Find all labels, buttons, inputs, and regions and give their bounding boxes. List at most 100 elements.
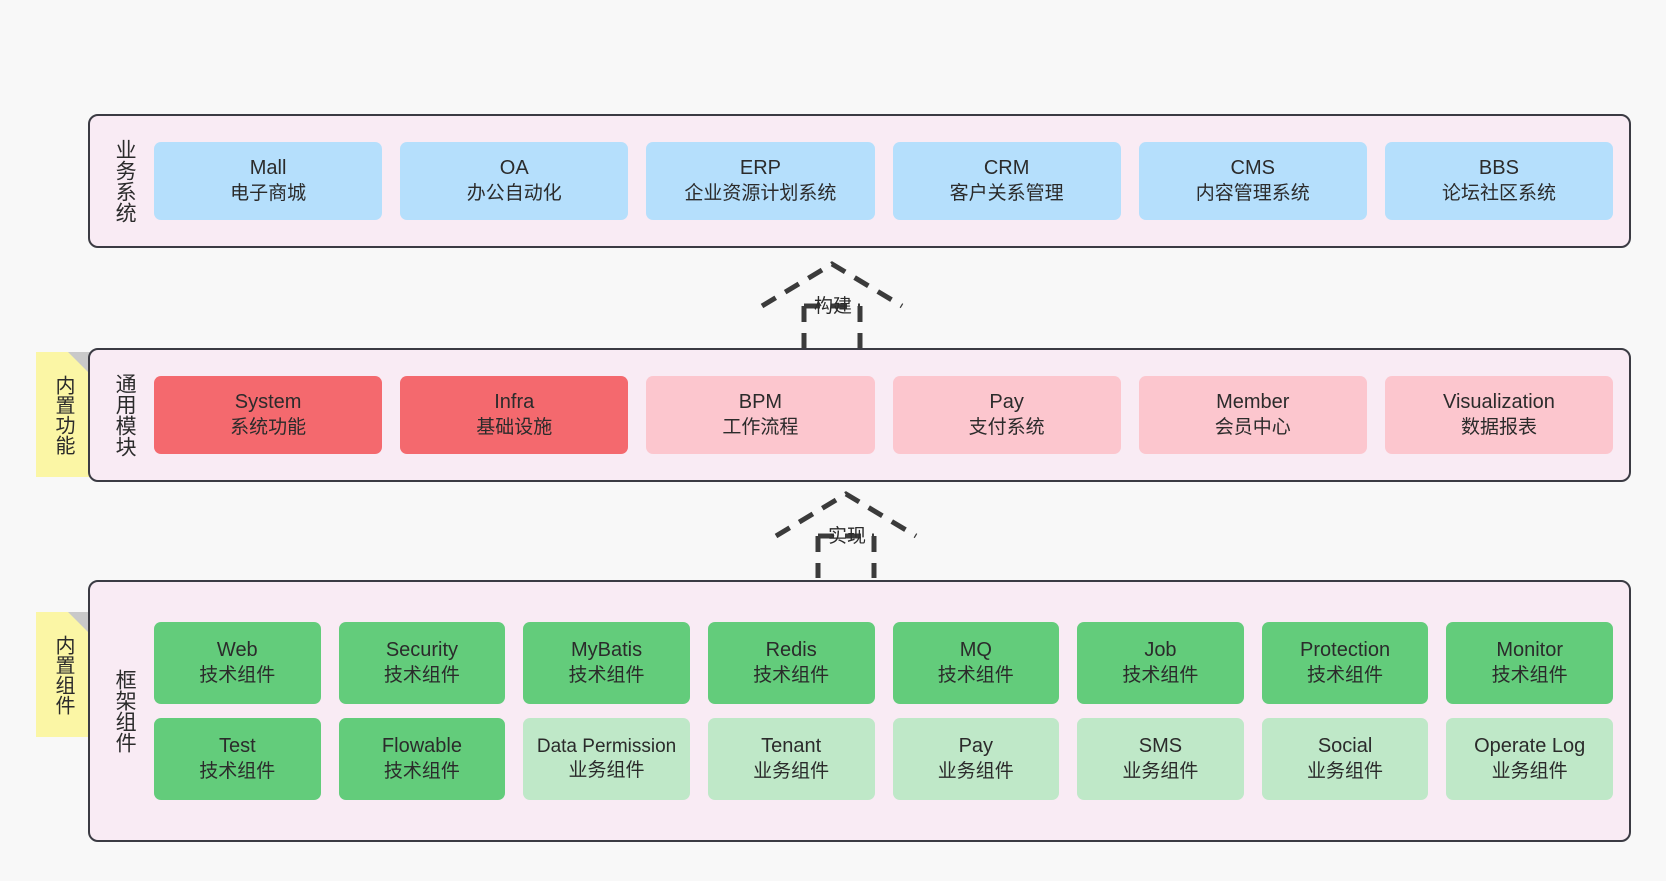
- layer-row: Mall 电子商城 OA 办公自动化 ERP 企业资源计划系统 CRM 客户关系…: [154, 142, 1614, 220]
- node-subtitle: 技术组件: [199, 664, 276, 686]
- node-title: Job: [1144, 639, 1177, 662]
- layer-body-business-systems: Mall 电子商城 OA 办公自动化 ERP 企业资源计划系统 CRM 客户关系…: [144, 142, 1629, 220]
- node-title: Web: [216, 639, 258, 662]
- node-protection[interactable]: Protection 技术组件: [1261, 622, 1429, 704]
- node-title: MyBatis: [571, 639, 643, 662]
- builtin-function-note-text: 内置功能: [52, 374, 74, 455]
- implement-connector: 实现: [766, 491, 926, 578]
- node-oa[interactable]: OA 办公自动化: [400, 142, 629, 220]
- node-subtitle: 工作流程: [722, 416, 799, 438]
- node-redis[interactable]: Redis 技术组件: [707, 622, 875, 704]
- node-sms[interactable]: SMS 业务组件: [1077, 718, 1244, 800]
- node-subtitle: 论坛社区系统: [1441, 182, 1556, 204]
- node-title: BPM: [738, 391, 783, 414]
- node-subtitle: 办公自动化: [466, 182, 562, 204]
- node-flowable[interactable]: Flowable 技术组件: [338, 718, 506, 800]
- node-web[interactable]: Web 技术组件: [154, 622, 321, 704]
- node-mybatis[interactable]: MyBatis 技术组件: [523, 622, 690, 704]
- build-connector: 构建: [752, 261, 912, 348]
- node-subtitle: 技术组件: [753, 664, 830, 686]
- node-title: Infra: [494, 391, 535, 414]
- node-pay-module[interactable]: Pay 支付系统: [892, 376, 1121, 454]
- build-connector-label: 构建: [814, 296, 853, 317]
- layer-title-framework-components: 框架组件: [113, 669, 137, 753]
- node-title: ERP: [739, 157, 781, 180]
- node-title: Redis: [765, 639, 817, 662]
- node-social[interactable]: Social 业务组件: [1261, 718, 1429, 800]
- node-title: Operate Log: [1474, 735, 1586, 758]
- build-arrow-icon: [760, 261, 904, 348]
- node-monitor[interactable]: Monitor 技术组件: [1446, 622, 1613, 704]
- note-fold-icon: [68, 352, 90, 374]
- node-subtitle: 业务组件: [937, 760, 1014, 782]
- node-job[interactable]: Job 技术组件: [1077, 622, 1244, 704]
- layer-row: Test 技术组件 Flowable 技术组件 Data Permission …: [154, 718, 1613, 800]
- node-subtitle: 技术组件: [568, 664, 645, 686]
- node-mq[interactable]: MQ 技术组件: [892, 622, 1060, 704]
- node-subtitle: 会员中心: [1214, 416, 1291, 438]
- note-fold-icon: [68, 612, 90, 634]
- node-subtitle: 技术组件: [1122, 664, 1199, 686]
- node-title: Social: [1317, 735, 1373, 758]
- node-title: Pay: [989, 391, 1024, 414]
- builtin-component-note-text: 内置组件: [52, 634, 74, 715]
- node-subtitle: 企业资源计划系统: [684, 182, 837, 204]
- node-crm[interactable]: CRM 客户关系管理: [892, 142, 1121, 220]
- node-pay-component[interactable]: Pay 业务组件: [892, 718, 1060, 800]
- node-mall[interactable]: Mall 电子商城: [154, 142, 383, 220]
- node-title: Member: [1216, 391, 1290, 414]
- node-infra[interactable]: Infra 基础设施: [400, 376, 629, 454]
- implement-connector-label: 实现: [828, 526, 867, 547]
- node-subtitle: 电子商城: [230, 182, 307, 204]
- layer-body-common-modules: System 系统功能 Infra 基础设施 BPM 工作流程 Pay 支付系统…: [144, 376, 1629, 454]
- node-title: SMS: [1138, 735, 1183, 758]
- node-title: BBS: [1478, 157, 1519, 180]
- node-data-permission[interactable]: Data Permission 业务组件: [523, 718, 690, 800]
- node-system[interactable]: System 系统功能: [154, 376, 383, 454]
- node-bbs[interactable]: BBS 论坛社区系统: [1384, 142, 1614, 220]
- node-subtitle: 支付系统: [968, 416, 1045, 438]
- node-tenant[interactable]: Tenant 业务组件: [707, 718, 875, 800]
- node-bpm[interactable]: BPM 工作流程: [646, 376, 875, 454]
- node-security[interactable]: Security 技术组件: [338, 622, 506, 704]
- node-title: CMS: [1230, 157, 1275, 180]
- node-subtitle: 业务组件: [1491, 760, 1568, 782]
- layer-business-systems: 业务系统 Mall 电子商城 OA 办公自动化 ERP 企业资源计划系统 CRM…: [88, 114, 1631, 248]
- node-subtitle: 内容管理系统: [1195, 182, 1310, 204]
- implement-arrow-icon: [774, 491, 918, 578]
- node-operate-log[interactable]: Operate Log 业务组件: [1446, 718, 1613, 800]
- node-subtitle: 业务组件: [753, 760, 830, 782]
- node-subtitle: 系统功能: [230, 416, 307, 438]
- node-test[interactable]: Test 技术组件: [154, 718, 321, 800]
- node-member[interactable]: Member 会员中心: [1138, 376, 1367, 454]
- node-title: Tenant: [761, 735, 822, 758]
- node-title: Test: [218, 735, 256, 758]
- builtin-component-note: 内置组件: [36, 612, 90, 737]
- node-subtitle: 客户关系管理: [949, 182, 1064, 204]
- node-cms[interactable]: CMS 内容管理系统: [1138, 142, 1367, 220]
- node-title: MQ: [959, 639, 992, 662]
- layer-body-framework-components: Web 技术组件 Security 技术组件 MyBatis 技术组件 Redi…: [144, 622, 1629, 800]
- node-subtitle: 业务组件: [568, 760, 645, 781]
- node-subtitle: 技术组件: [383, 664, 460, 686]
- node-erp[interactable]: ERP 企业资源计划系统: [646, 142, 875, 220]
- node-title: Visualization: [1442, 391, 1555, 414]
- node-subtitle: 业务组件: [1307, 760, 1384, 782]
- node-subtitle: 基础设施: [476, 416, 553, 438]
- node-title: Pay: [958, 735, 994, 758]
- node-title: Flowable: [381, 735, 462, 758]
- node-title: Mall: [249, 157, 287, 180]
- layer-row: System 系统功能 Infra 基础设施 BPM 工作流程 Pay 支付系统…: [154, 376, 1614, 454]
- node-title: Data Permission: [536, 735, 677, 757]
- node-subtitle: 数据报表: [1460, 416, 1537, 438]
- node-title: System: [234, 391, 302, 414]
- layer-framework-components: 框架组件 Web 技术组件 Security 技术组件 MyBatis 技术组件…: [88, 580, 1631, 842]
- node-title: Security: [385, 639, 459, 662]
- node-visualization[interactable]: Visualization 数据报表: [1384, 376, 1614, 454]
- node-subtitle: 技术组件: [1307, 664, 1384, 686]
- node-title: Protection: [1300, 639, 1391, 662]
- node-title: Monitor: [1496, 639, 1564, 662]
- node-title: OA: [499, 157, 529, 180]
- layer-row: Web 技术组件 Security 技术组件 MyBatis 技术组件 Redi…: [154, 622, 1613, 704]
